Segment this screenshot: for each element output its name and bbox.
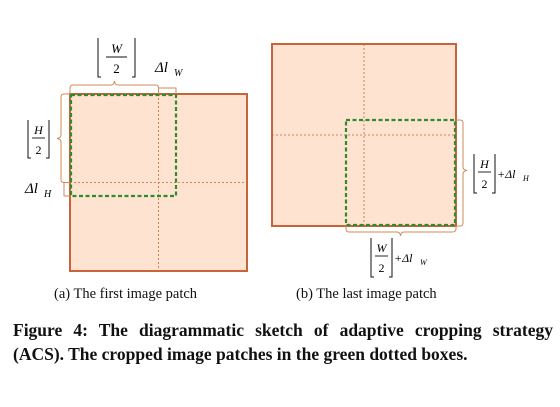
panel-a-label-half-h: H 2 — [27, 120, 50, 159]
panel-b-brace-half-h — [456, 119, 468, 227]
panel-a-label-delta-h-sub: H — [43, 189, 52, 200]
panel-a-label-delta-w-text: Δl — [154, 60, 168, 76]
figure-diagram: W 2 Δl W H 2 Δl H — [24, 38, 530, 278]
panel-a-label-delta-h: Δl H — [24, 181, 52, 200]
figure-caption: Figure 4: The diagrammatic sketch of ada… — [13, 320, 553, 364]
panel-b-caption: (b) The last image patch — [296, 286, 437, 302]
panel-b-crop-box — [344, 118, 457, 227]
panel-b-label-half-w-den: 2 — [379, 261, 385, 275]
panel-b-label-plus-delta-w: +Δl — [394, 251, 413, 265]
panel-a-label-half-w-den: 2 — [113, 61, 120, 76]
panel-a-label-delta-w-sub: W — [174, 68, 184, 79]
panel-a-label-half-h-den: 2 — [36, 143, 42, 157]
panel-b-label-half-h: H 2 +Δl H — [473, 154, 530, 194]
panel-b-label-plus-delta-w-sub: W — [420, 258, 428, 267]
panel-b-label-half-h-den: 2 — [482, 177, 488, 191]
panel-a-label-delta-h-text: Δl — [24, 181, 38, 197]
panel-b-brace-half-w — [345, 226, 457, 237]
panel-b-label-half-h-num: H — [479, 157, 490, 171]
panel-a-label-half-w-num: W — [111, 41, 123, 56]
panel-b-label-half-w-num: W — [377, 241, 388, 255]
panel-b-label-plus-delta-h: +Δl — [497, 167, 516, 181]
panel-b-label-plus-delta-h-sub: H — [522, 174, 530, 183]
panel-a-label-delta-w: Δl W — [154, 60, 184, 79]
panel-b-label-half-w: W 2 +Δl W — [370, 238, 428, 278]
panel-a: W 2 Δl W H 2 Δl H — [24, 38, 248, 272]
panel-a-crop-box — [69, 93, 178, 198]
panel-a-brace-half-h — [56, 93, 70, 183]
panel-a-bracket-delta-w — [158, 87, 177, 94]
panel-a-label-half-w: W 2 — [97, 38, 136, 78]
panel-a-bracket-delta-h — [63, 182, 70, 197]
panel-a-caption: (a) The first image patch — [54, 286, 198, 302]
panel-a-label-half-h-num: H — [33, 123, 44, 137]
panel-b: H 2 +Δl H W 2 +Δl W — [271, 43, 530, 278]
panel-a-brace-half-w — [69, 80, 159, 94]
